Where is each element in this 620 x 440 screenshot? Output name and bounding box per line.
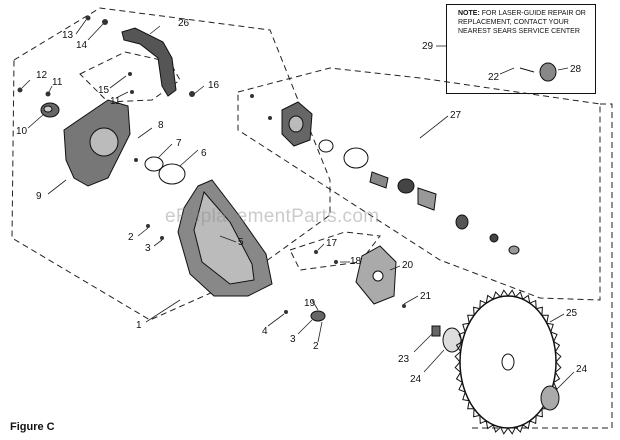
note-body: FOR LASER-GUIDE REPAIR OR REPLACEMENT, C… [458, 10, 586, 35]
callout-1: 1 [136, 320, 142, 331]
callout-24: 24 [576, 364, 588, 375]
callout-3: 3 [145, 243, 151, 254]
callout-10: 10 [16, 126, 28, 137]
callout-19: 19 [304, 298, 316, 309]
callout-26: 26 [178, 18, 190, 29]
note-heading: NOTE: [458, 10, 480, 17]
callout-16: 16 [208, 80, 220, 91]
callout-11: 11 [110, 96, 121, 107]
callout-13: 13 [62, 30, 74, 41]
guard-cover-part-9 [63, 99, 131, 187]
plate-part-20 [355, 245, 397, 305]
callout-24: 24 [410, 374, 422, 385]
assembly-outline-18 [289, 231, 381, 271]
callout-17: 17 [326, 238, 338, 249]
bearing-ring-part-6 [158, 163, 186, 185]
callout-25: 25 [566, 308, 578, 319]
note-box [446, 4, 596, 94]
callout-9: 9 [36, 191, 42, 202]
callout-18: 18 [350, 256, 362, 267]
watermark-text: eReplacementParts.com [165, 206, 380, 227]
arbor-bolt-part-23 [431, 325, 462, 353]
laser-screw-part-22 [519, 67, 535, 73]
small-fasteners [17, 15, 406, 314]
roller-part-10 [40, 102, 60, 118]
assembly-outline-27 [237, 67, 601, 301]
retaining-ring-part-7 [144, 156, 164, 172]
leader-lines [21, 19, 575, 391]
callout-15: 15 [98, 85, 110, 96]
saw-blade-part-25 [454, 289, 562, 435]
callout-20: 20 [402, 260, 414, 271]
bushing-part-19 [310, 310, 326, 322]
note-text-block: NOTE: FOR LASER-GUIDE REPAIR OR REPLACEM… [458, 9, 594, 36]
callout-12: 12 [36, 70, 48, 81]
callout-6: 6 [201, 148, 207, 159]
guard-link-part-26 [121, 27, 177, 97]
callout-28: 28 [570, 64, 582, 75]
saw-blade-teeth [454, 289, 562, 435]
laser-disk-part-28 [539, 62, 557, 82]
assembly-outline-1 [11, 7, 331, 321]
callout-3: 3 [290, 334, 296, 345]
callout-labels: 13 14 26 12 11 15 11 16 10 8 7 6 9 5 2 3… [16, 18, 588, 385]
callout-23: 23 [398, 354, 410, 365]
assembly-outline-25 [470, 103, 613, 429]
blade-washer-part-24 [540, 385, 560, 411]
callout-22: 22 [488, 72, 500, 83]
callout-8: 8 [158, 120, 164, 131]
callout-5: 5 [238, 237, 244, 248]
callout-27: 27 [450, 110, 462, 121]
callout-7: 7 [176, 138, 182, 149]
callout-21: 21 [420, 291, 432, 302]
callout-2: 2 [313, 341, 319, 352]
callout-11: 11 [52, 77, 63, 88]
callout-29: 29 [422, 41, 434, 52]
callout-14: 14 [76, 40, 88, 51]
figure-label: Figure C [10, 421, 55, 433]
callout-4: 4 [262, 326, 268, 337]
laser-housing-part-27 [281, 101, 520, 255]
callout-2: 2 [128, 232, 134, 243]
